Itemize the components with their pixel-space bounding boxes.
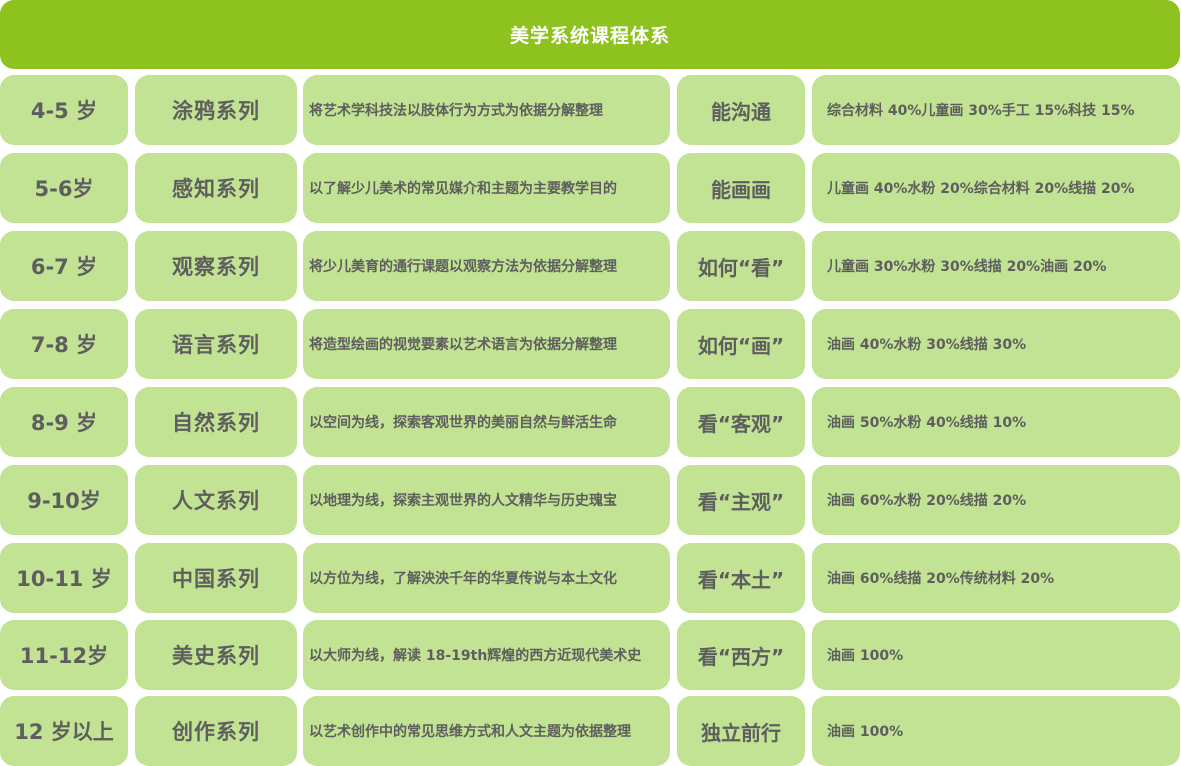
series-cell: 语言系列: [135, 309, 297, 379]
series-cell: 美史系列: [135, 620, 297, 690]
description-cell: 以了解少儿美术的常见媒介和主题为主要教学目的: [303, 153, 670, 223]
material-mix-cell: 综合材料 40%儿童画 30%手工 15%科技 15%: [812, 75, 1180, 145]
age-cell: 10-11 岁: [0, 543, 128, 613]
description-cell: 将艺术学科技法以肢体行为方式为依据分解整理: [303, 75, 670, 145]
series-cell: 观察系列: [135, 231, 297, 301]
description-cell: 将少儿美育的通行课题以观察方法为依据分解整理: [303, 231, 670, 301]
material-mix-cell: 油画 100%: [812, 620, 1180, 690]
description-cell: 以地理为线，探索主观世界的人文精华与历史瑰宝: [303, 465, 670, 535]
series-cell: 涂鸦系列: [135, 75, 297, 145]
age-cell: 5-6岁: [0, 153, 128, 223]
table-row: 10-11 岁 中国系列 以方位为线，了解泱泱千年的华夏传说与本土文化 看“本土…: [0, 543, 1181, 613]
table-row: 9-10岁 人文系列 以地理为线，探索主观世界的人文精华与历史瑰宝 看“主观” …: [0, 465, 1181, 535]
description-cell: 以空间为线，探索客观世界的美丽自然与鲜活生命: [303, 387, 670, 457]
goal-cell: 如何“画”: [677, 309, 805, 379]
goal-cell: 看“主观”: [677, 465, 805, 535]
series-cell: 中国系列: [135, 543, 297, 613]
table-row: 7-8 岁 语言系列 将造型绘画的视觉要素以艺术语言为依据分解整理 如何“画” …: [0, 309, 1181, 379]
material-mix-cell: 油画 60%水粉 20%线描 20%: [812, 465, 1180, 535]
material-mix-cell: 油画 100%: [812, 696, 1180, 766]
goal-cell: 能沟通: [677, 75, 805, 145]
description-cell: 将造型绘画的视觉要素以艺术语言为依据分解整理: [303, 309, 670, 379]
page-title: 美学系统课程体系: [509, 25, 670, 47]
age-cell: 7-8 岁: [0, 309, 128, 379]
series-cell: 人文系列: [135, 465, 297, 535]
table-row: 6-7 岁 观察系列 将少儿美育的通行课题以观察方法为依据分解整理 如何“看” …: [0, 231, 1181, 301]
series-cell: 自然系列: [135, 387, 297, 457]
age-cell: 12 岁以上: [0, 696, 128, 766]
age-cell: 4-5 岁: [0, 75, 128, 145]
table-row: 8-9 岁 自然系列 以空间为线，探索客观世界的美丽自然与鲜活生命 看“客观” …: [0, 387, 1181, 457]
series-cell: 感知系列: [135, 153, 297, 223]
goal-cell: 独立前行: [677, 696, 805, 766]
material-mix-cell: 油画 40%水粉 30%线描 30%: [812, 309, 1180, 379]
age-cell: 9-10岁: [0, 465, 128, 535]
table-row: 4-5 岁 涂鸦系列 将艺术学科技法以肢体行为方式为依据分解整理 能沟通 综合材…: [0, 75, 1181, 145]
table-row: 11-12岁 美史系列 以大师为线，解读 18-19th辉煌的西方近现代美术史 …: [0, 620, 1181, 690]
table-header: 美学系统课程体系: [0, 0, 1180, 69]
table-row: 5-6岁 感知系列 以了解少儿美术的常见媒介和主题为主要教学目的 能画画 儿童画…: [0, 153, 1181, 223]
material-mix-cell: 油画 60%线描 20%传统材料 20%: [812, 543, 1180, 613]
table-row: 12 岁以上 创作系列 以艺术创作中的常见思维方式和人文主题为依据整理 独立前行…: [0, 696, 1181, 766]
age-cell: 8-9 岁: [0, 387, 128, 457]
goal-cell: 如何“看”: [677, 231, 805, 301]
material-mix-cell: 儿童画 40%水粉 20%综合材料 20%线描 20%: [812, 153, 1180, 223]
material-mix-cell: 油画 50%水粉 40%线描 10%: [812, 387, 1180, 457]
age-cell: 6-7 岁: [0, 231, 128, 301]
description-cell: 以艺术创作中的常见思维方式和人文主题为依据整理: [303, 696, 670, 766]
goal-cell: 看“西方”: [677, 620, 805, 690]
material-mix-cell: 儿童画 30%水粉 30%线描 20%油画 20%: [812, 231, 1180, 301]
goal-cell: 看“本土”: [677, 543, 805, 613]
age-cell: 11-12岁: [0, 620, 128, 690]
description-cell: 以大师为线，解读 18-19th辉煌的西方近现代美术史: [303, 620, 670, 690]
goal-cell: 能画画: [677, 153, 805, 223]
description-cell: 以方位为线，了解泱泱千年的华夏传说与本土文化: [303, 543, 670, 613]
series-cell: 创作系列: [135, 696, 297, 766]
goal-cell: 看“客观”: [677, 387, 805, 457]
